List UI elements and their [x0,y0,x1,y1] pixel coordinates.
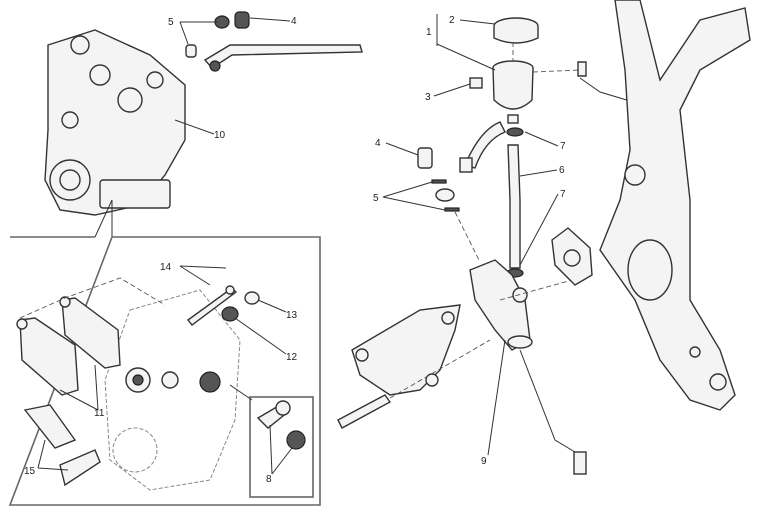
callout-13: 13 [286,310,298,321]
master-cylinder [469,259,591,475]
callout-8: 8 [266,474,272,485]
callout-10: 10 [214,130,226,141]
callout-5: 5 [168,17,174,28]
callout-1: 1 [426,27,432,38]
pad-springs [23,404,101,487]
leader-lines-left [94,17,291,238]
callout-15: 15 [24,466,36,477]
callout-7-top: 7 [560,141,566,152]
callout-5-right: 5 [373,193,379,204]
callout-labels-right: 1 2 3 4 5 7 6 7 9 [373,15,566,467]
callout-6: 6 [559,165,565,176]
reservoir-hose [459,121,524,278]
brake-hose-fitting [185,11,363,72]
callout-4-right: 4 [375,138,381,149]
reservoir-cap [493,17,539,44]
callout-labels-left: 5 4 10 14 13 12 11 15 8 [24,16,298,485]
banjo-bolt-and-washers [417,147,481,263]
bleed-valve-box [249,396,314,498]
leader-lines-right [382,14,559,456]
inset-caliper [104,285,260,491]
brake-pads [16,277,166,396]
callout-2: 2 [449,15,455,26]
mounting-bracket [337,304,491,429]
heel-guard [551,227,593,286]
callout-12: 12 [286,352,298,363]
reservoir [492,42,641,124]
caliper-assembly [44,29,186,216]
frame-footpeg-plate [599,0,751,411]
callout-3: 3 [425,92,431,103]
callout-7-bottom: 7 [560,189,566,200]
callout-9: 9 [481,456,487,467]
callout-11: 11 [94,408,105,419]
callout-14: 14 [160,262,172,273]
callout-4: 4 [291,16,297,27]
bleed-valve-parts [229,384,306,450]
leader-lines-inset [37,265,293,475]
